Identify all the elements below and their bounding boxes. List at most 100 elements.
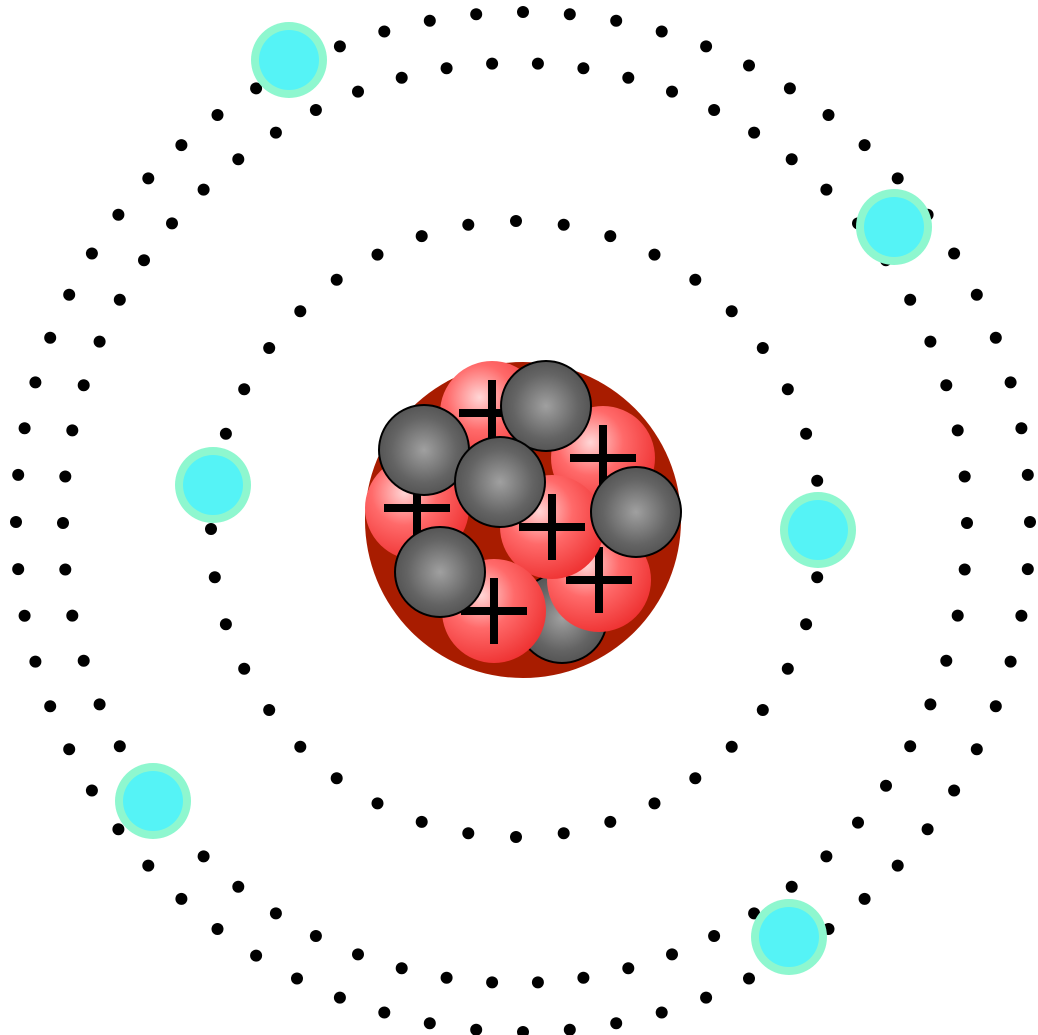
middle-shell-dot [441, 62, 453, 74]
middle-shell-dot [486, 58, 498, 70]
middle-shell-dot [952, 424, 964, 436]
outer-shell-dot [10, 516, 22, 528]
middle-shell-dot [270, 127, 282, 139]
outer-shell-dot [63, 743, 75, 755]
middle-shell-dot [666, 948, 678, 960]
middle-shell-dot [577, 62, 589, 74]
nucleus [365, 361, 681, 678]
middle-shell-dot [396, 72, 408, 84]
outer-shell-dot [1022, 563, 1034, 575]
middle-shell-dot [577, 972, 589, 984]
inner-shell-dot [416, 230, 428, 242]
middle-shell-dot [532, 58, 544, 70]
inner-shell-dot [726, 305, 738, 317]
electron-bottom-left [115, 763, 191, 839]
middle-shell-dot [59, 471, 71, 483]
outer-shell-dot [12, 469, 24, 481]
inner-shell-dot [649, 249, 661, 261]
outer-shell-dot [334, 992, 346, 1004]
electron-core [183, 455, 243, 515]
middle-shell-dot [94, 698, 106, 710]
outer-shell-dot [656, 1007, 668, 1019]
outer-shell-dot [990, 700, 1002, 712]
inner-shell-dot [800, 618, 812, 630]
middle-shell-dot [622, 962, 634, 974]
outer-shell-dot [517, 6, 529, 18]
inner-shell-dot [220, 618, 232, 630]
middle-shell-dot [232, 153, 244, 165]
outer-shell-dot [378, 26, 390, 38]
inner-shell-dot [294, 305, 306, 317]
middle-shell-dot [666, 86, 678, 98]
inner-shell-dot [782, 383, 794, 395]
outer-shell-dot [29, 376, 41, 388]
middle-shell-dot [786, 881, 798, 893]
inner-shell-dot [238, 663, 250, 675]
outer-shell-dot [378, 1007, 390, 1019]
middle-shell-dot [820, 184, 832, 196]
electron-bottom-right [751, 899, 827, 975]
inner-shell-dot [689, 772, 701, 784]
outer-shell-dot [175, 139, 187, 151]
inner-shell-dot [294, 741, 306, 753]
inner-shell-dot [757, 342, 769, 354]
middle-shell-dot [532, 976, 544, 988]
inner-shell-dot [558, 219, 570, 231]
middle-shell-dot [78, 655, 90, 667]
inner-shell-dot [209, 571, 221, 583]
middle-shell-dot [310, 930, 322, 942]
outer-shell-dot [86, 785, 98, 797]
inner-shell-dot [462, 219, 474, 231]
outer-shell-dot [656, 26, 668, 38]
outer-shell-dot [12, 563, 24, 575]
middle-shell-dot [166, 217, 178, 229]
outer-shell-dot [19, 422, 31, 434]
outer-shell-dot [971, 289, 983, 301]
outer-shell-dot [610, 1017, 622, 1029]
outer-shell-dot [212, 109, 224, 121]
outer-shell-dot [44, 332, 56, 344]
outer-shell-dot [470, 8, 482, 20]
electron-core [788, 500, 848, 560]
outer-shell-dot [142, 860, 154, 872]
middle-shell-dot [114, 740, 126, 752]
inner-shell-dot [689, 274, 701, 286]
inner-shell-dot [263, 342, 275, 354]
middle-shell-dot [396, 962, 408, 974]
inner-shell-dot [331, 772, 343, 784]
middle-shell-dot [66, 610, 78, 622]
electron-core [259, 30, 319, 90]
inner-shell-dot [205, 523, 217, 535]
outer-shell-dot [175, 893, 187, 905]
outer-shell-dot [424, 1017, 436, 1029]
inner-shell-dot [604, 816, 616, 828]
middle-shell-dot [198, 850, 210, 862]
middle-shell-dot [708, 104, 720, 116]
middle-shell-dot [820, 850, 832, 862]
electron-top-left [251, 22, 327, 98]
outer-shell-dot [971, 743, 983, 755]
outer-shell-dot [948, 785, 960, 797]
inner-shell-dot [372, 797, 384, 809]
outer-shell-dot [784, 82, 796, 94]
electron-top-right [856, 189, 932, 265]
middle-shell-dot [708, 930, 720, 942]
middle-shell-dot [232, 881, 244, 893]
inner-shell-dot [757, 704, 769, 716]
inner-shell-dot [263, 704, 275, 716]
middle-shell-dot [198, 184, 210, 196]
inner-shell-dot [811, 571, 823, 583]
middle-shell-dot [880, 780, 892, 792]
middle-shell-dot [352, 948, 364, 960]
inner-shell-dot [220, 428, 232, 440]
outer-shell-dot [19, 610, 31, 622]
middle-shell-dot [961, 517, 973, 529]
neutron [455, 437, 545, 527]
outer-shell-dot [142, 172, 154, 184]
outer-shell-dot [63, 289, 75, 301]
outer-shell-dot [564, 8, 576, 20]
middle-shell-dot [57, 517, 69, 529]
outer-shell-dot [86, 248, 98, 260]
inner-shell-dot [462, 827, 474, 839]
